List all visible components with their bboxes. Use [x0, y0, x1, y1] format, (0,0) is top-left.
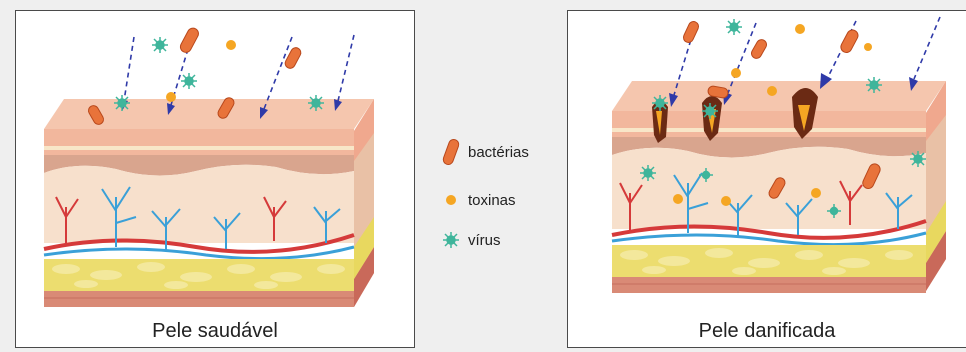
toxin-icon [166, 40, 236, 102]
dermis-layer [612, 147, 926, 229]
healthy-skin-panel: Pele saudável [15, 10, 415, 348]
epidermis-layer [44, 129, 354, 155]
legend-label-virus: vírus [468, 232, 501, 249]
damaged-skin-diagram [568, 11, 966, 349]
muscle-layer [44, 291, 354, 307]
legend-item-bacteria: bactérias [440, 140, 529, 164]
legend-label-toxins: toxinas [468, 192, 516, 209]
legend-label-bacteria: bactérias [468, 144, 529, 161]
panel-caption: Pele saudável [16, 320, 414, 343]
virus-icon [440, 230, 462, 250]
muscle-layer [612, 277, 926, 293]
dermis-layer [44, 165, 354, 243]
damaged-skin-panel: Pele danificada [567, 10, 966, 348]
panel-caption: Pele danificada [568, 320, 966, 343]
legend-item-toxins: toxinas [440, 188, 516, 212]
legend-item-virus: vírus [440, 228, 501, 252]
toxin-icon [440, 190, 462, 210]
healthy-skin-diagram [16, 11, 416, 349]
bacteria-icon [440, 137, 462, 167]
